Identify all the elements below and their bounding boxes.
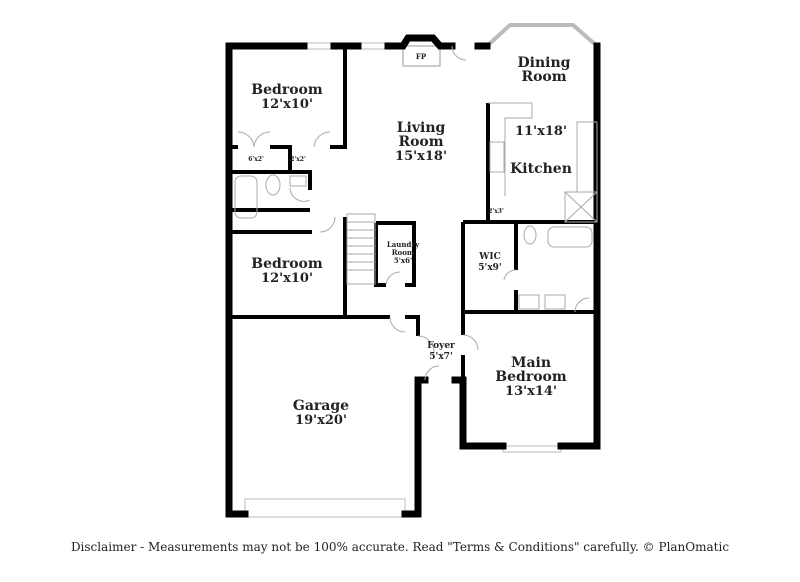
wic-name: WIC xyxy=(478,252,500,262)
window xyxy=(502,445,562,453)
foyer-size: 5'x7' xyxy=(429,352,452,362)
closet-label: 6'x2' xyxy=(248,156,264,163)
garage-door xyxy=(244,498,406,518)
wic-size: 5'x9' xyxy=(478,263,501,273)
bedroom-nw-name: Bedroom xyxy=(251,82,323,98)
laundry-size: 5'x6' xyxy=(394,256,412,265)
kitchen-size: 11'x18' xyxy=(515,124,567,139)
bedroom-w-name: Bedroom xyxy=(251,256,323,272)
window xyxy=(357,42,389,50)
main-bedroom-name-1: Main xyxy=(511,355,551,371)
garage-name: Garage xyxy=(293,398,349,414)
living-room-name-1: Living xyxy=(397,120,446,136)
interior-walls xyxy=(229,46,597,380)
kitchen-name: Kitchen xyxy=(510,161,572,177)
bay-window xyxy=(485,23,599,48)
main-bedroom-size: 13'x14' xyxy=(505,384,557,399)
laundry-name-2: Room xyxy=(392,248,415,257)
main-bedroom-name-2: Bedroom xyxy=(495,369,567,385)
dining-room-name-2: Room xyxy=(521,69,566,85)
windows xyxy=(225,42,562,518)
bedroom-nw-size: 12'x10' xyxy=(261,97,313,112)
living-room-size: 15'x18' xyxy=(395,149,447,164)
dining-room-name-1: Dining xyxy=(518,55,571,71)
doors xyxy=(237,45,590,381)
foyer-name: Foyer xyxy=(427,341,455,351)
pantry-label: 2'x3' xyxy=(488,208,504,215)
disclaimer: Disclaimer - Measurements may not be 100… xyxy=(70,540,730,554)
bath-fixtures xyxy=(234,174,593,310)
closet-label: 2'x2' xyxy=(290,156,306,163)
kitchen-counters xyxy=(488,102,598,223)
laundry-name-1: Laundry xyxy=(387,240,420,249)
bedroom-w-size: 12'x10' xyxy=(261,271,313,286)
window xyxy=(303,42,335,50)
fireplace-label: FP xyxy=(416,52,427,61)
living-room-name-2: Room xyxy=(398,134,443,150)
garage-size: 19'x20' xyxy=(295,413,347,428)
fireplace xyxy=(402,45,441,67)
stairs xyxy=(346,213,376,285)
